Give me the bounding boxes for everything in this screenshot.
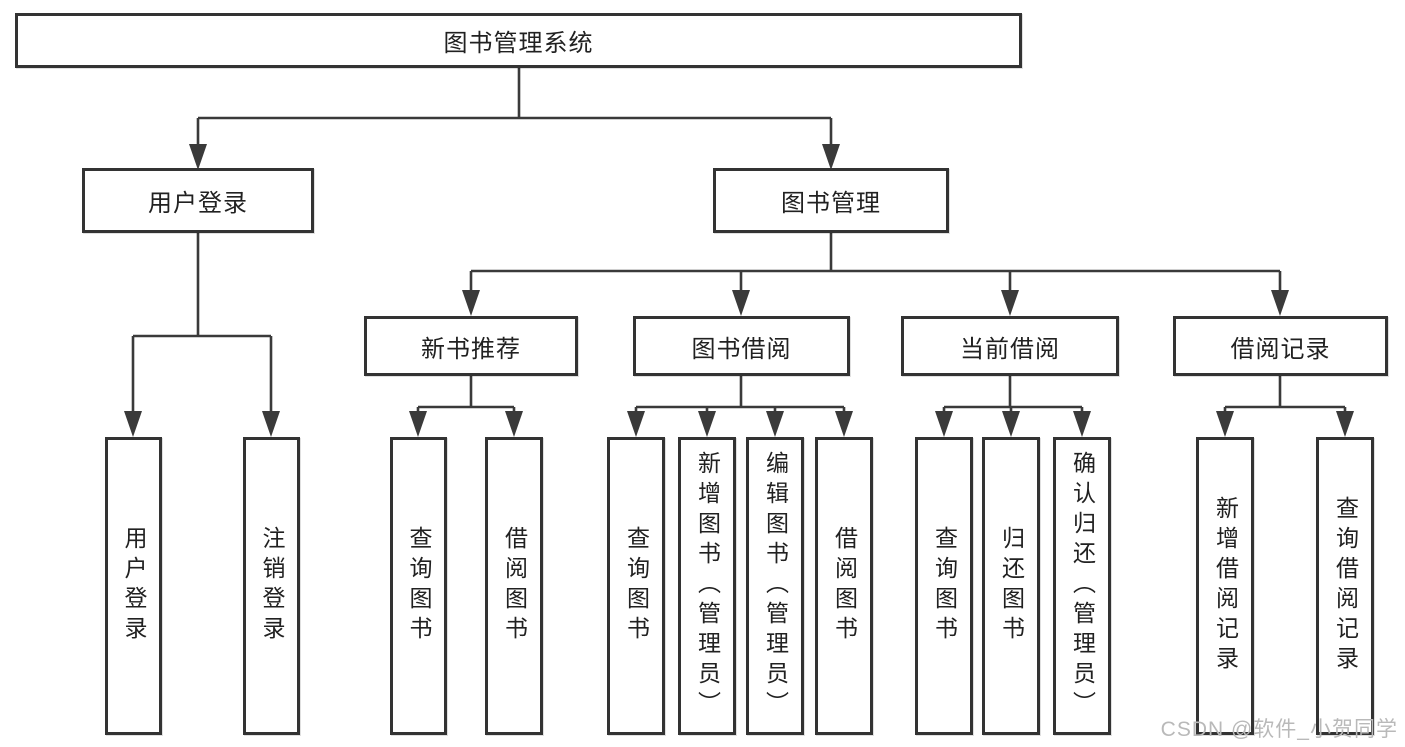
connector-current-borrow [942, 376, 1084, 413]
connector-borrow-record [1223, 376, 1347, 413]
arrowhead [1002, 411, 1020, 437]
connector-book-borrow [634, 376, 846, 413]
arrowhead [1271, 290, 1289, 316]
arrowhead [1073, 411, 1091, 437]
arrowhead [189, 144, 207, 170]
leaf-query-borrow-record: 查询借阅记录 [1316, 437, 1374, 735]
connector-root [196, 68, 833, 146]
node-label: 注销登录 [259, 526, 285, 646]
leaf-query-book: 查询图书 [607, 437, 665, 735]
arrowhead [462, 290, 480, 316]
leaf-add-borrow-record: 新增借阅记录 [1196, 437, 1254, 735]
connector-book-mgmt [469, 233, 1282, 292]
leaf-add-book-admin: 新增图书（管理员） [678, 437, 736, 735]
node-label: 编辑图书（管理员） [762, 451, 789, 721]
leaf-confirm-return-admin: 确认归还（管理员） [1053, 437, 1111, 735]
node-label: 新书推荐 [421, 335, 521, 363]
node-user-login: 用户登录 [82, 168, 314, 233]
arrowhead [698, 411, 716, 437]
arrowhead [124, 411, 142, 437]
connector-user-login [131, 233, 273, 413]
node-label: 借阅图书 [831, 526, 858, 646]
arrowhead [1336, 411, 1354, 437]
node-book-management: 图书管理 [713, 168, 949, 233]
node-borrow-record: 借阅记录 [1173, 316, 1388, 376]
leaf-borrow-book: 借阅图书 [815, 437, 873, 735]
node-label: 归还图书 [998, 526, 1025, 646]
arrowhead [766, 411, 784, 437]
arrowhead [1216, 411, 1234, 437]
leaf-query-book: 查询图书 [390, 437, 447, 735]
arrowhead [732, 290, 750, 316]
leaf-return-book: 归还图书 [982, 437, 1040, 735]
arrowhead [505, 411, 523, 437]
node-current-borrow: 当前借阅 [901, 316, 1119, 376]
node-label: 新增图书（管理员） [694, 451, 721, 721]
arrowhead [835, 411, 853, 437]
arrowhead [409, 411, 427, 437]
node-label: 图书借阅 [691, 335, 792, 363]
node-label: 借阅图书 [501, 526, 528, 646]
node-root-system: 图书管理系统 [15, 13, 1022, 68]
node-label: 借阅记录 [1230, 335, 1331, 363]
node-label: 图书管理 [781, 190, 881, 217]
node-label: 当前借阅 [960, 335, 1060, 363]
node-book-borrow: 图书借阅 [633, 316, 850, 376]
arrowhead [262, 411, 280, 437]
node-label: 用户登录 [148, 190, 248, 217]
arrowhead [1001, 290, 1019, 316]
connector-new-book-rec [416, 376, 516, 413]
node-label: 查询图书 [623, 526, 650, 646]
node-label: 图书管理系统 [443, 30, 594, 57]
leaf-user-login: 用户登录 [105, 437, 162, 735]
node-label: 查询图书 [406, 526, 432, 646]
leaf-edit-book-admin: 编辑图书（管理员） [746, 437, 804, 735]
node-label: 查询图书 [931, 526, 958, 646]
arrowhead [627, 411, 645, 437]
leaf-borrow-book: 借阅图书 [485, 437, 543, 735]
node-label: 用户登录 [121, 526, 147, 646]
node-label: 确认归还（管理员） [1069, 451, 1096, 721]
node-new-book-recommend: 新书推荐 [364, 316, 578, 376]
arrowhead [822, 144, 840, 170]
node-label: 新增借阅记录 [1212, 496, 1239, 676]
arrowhead [935, 411, 953, 437]
node-label: 查询借阅记录 [1332, 496, 1359, 676]
leaf-query-book: 查询图书 [915, 437, 973, 735]
leaf-logout: 注销登录 [243, 437, 300, 735]
